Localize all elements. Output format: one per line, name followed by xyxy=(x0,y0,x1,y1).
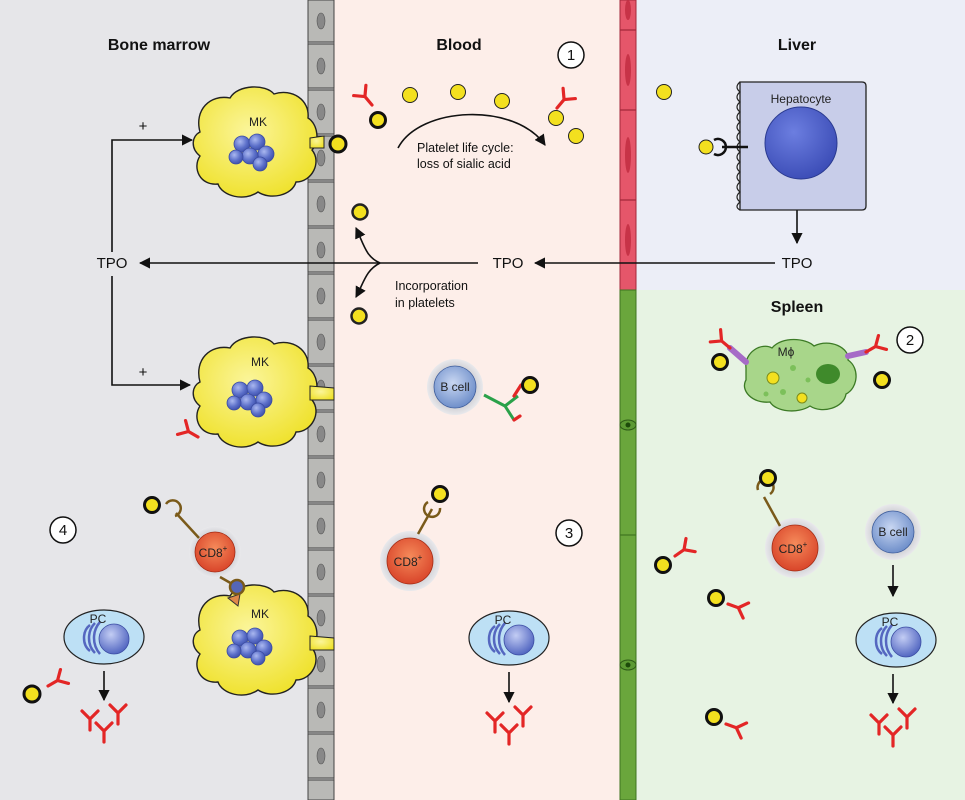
platelet-opsonized-bone-marrow xyxy=(22,684,42,704)
svg-text:1: 1 xyxy=(567,47,575,64)
plasma-cell-spleen: PC xyxy=(854,611,938,669)
bcr-binding-platelet xyxy=(483,376,539,422)
liver-title: Liver xyxy=(778,37,816,54)
pc-label-blood: PC xyxy=(495,613,512,627)
life-cycle-arrow xyxy=(397,113,546,149)
platelet-new-top xyxy=(351,203,369,221)
cd8-t-cell-spleen: CD8+ xyxy=(765,518,825,578)
cd8-receptor-blood xyxy=(416,485,449,535)
pc-label-spleen: PC xyxy=(882,615,899,629)
blood-title: Blood xyxy=(436,37,481,54)
megakaryocyte-bottom: MK xyxy=(192,584,335,696)
cd8-t-cell-bone-marrow: CD8+ xyxy=(189,526,241,578)
marker-4: 4 xyxy=(49,516,77,544)
svg-text:2: 2 xyxy=(906,332,914,349)
platelet-new-bottom xyxy=(350,307,368,325)
mk-label-top: MK xyxy=(249,115,267,129)
b-cell-label-spleen: B cell xyxy=(878,525,907,539)
b-cell-label-blood: B cell xyxy=(440,380,469,394)
megakaryocyte-top: MK xyxy=(192,86,325,198)
liver-vessel-wall xyxy=(619,0,637,291)
incorporation-text-line2: in platelets xyxy=(395,296,455,310)
tpo-signaling-arrows xyxy=(111,134,803,391)
incorporation-text-line1: Incorporation xyxy=(395,279,468,293)
svg-text:CD8+: CD8+ xyxy=(779,540,808,556)
spleen-title: Spleen xyxy=(771,299,823,316)
macrophage-label: Mϕ xyxy=(778,345,795,359)
opsonized-platelets-spleen xyxy=(654,536,751,740)
platelet-budding xyxy=(328,134,348,154)
circulating-platelets xyxy=(352,83,584,144)
marker-2: 2 xyxy=(896,326,924,354)
macrophage-spleen: Mϕ xyxy=(708,328,891,412)
life-cycle-text-line1: Platelet life cycle: xyxy=(417,141,514,155)
plus-top: + xyxy=(139,118,148,135)
plasma-cell-blood: PC xyxy=(467,609,551,667)
svg-text:CD8+: CD8+ xyxy=(394,553,423,569)
bone-marrow-title: Bone marrow xyxy=(108,37,211,54)
tpo-label-liver: TPO xyxy=(782,255,813,272)
tpo-label-blood: TPO xyxy=(493,255,524,272)
svg-text:CD8+: CD8+ xyxy=(199,544,228,560)
cd8-t-cell-blood: CD8+ xyxy=(380,531,440,591)
tpo-label-bone-marrow: TPO xyxy=(97,255,128,272)
marker-1: 1 xyxy=(557,41,585,69)
svg-text:4: 4 xyxy=(59,522,67,539)
plasma-cell-bone-marrow: PC xyxy=(62,608,146,666)
svg-text:3: 3 xyxy=(565,525,573,542)
mk-label-bottom: MK xyxy=(251,607,269,621)
b-cell-spleen: B cell xyxy=(865,504,921,560)
pc-label-bone-marrow: PC xyxy=(90,612,107,626)
plus-bottom: + xyxy=(139,364,148,381)
life-cycle-text-line2: loss of sialic acid xyxy=(417,157,511,171)
hepatocyte-label: Hepatocyte xyxy=(771,92,832,106)
mk-label-middle: MK xyxy=(251,355,269,369)
spleen-vessel-wall xyxy=(619,289,637,800)
hepatocyte-cell: Hepatocyte xyxy=(656,81,867,211)
megakaryocyte-middle: MK xyxy=(192,336,335,448)
cd8-receptor-spleen xyxy=(756,469,782,527)
cd8-receptors-bone-marrow xyxy=(143,496,246,596)
b-cell-blood: B cell xyxy=(427,359,483,415)
marker-3: 3 xyxy=(555,519,583,547)
